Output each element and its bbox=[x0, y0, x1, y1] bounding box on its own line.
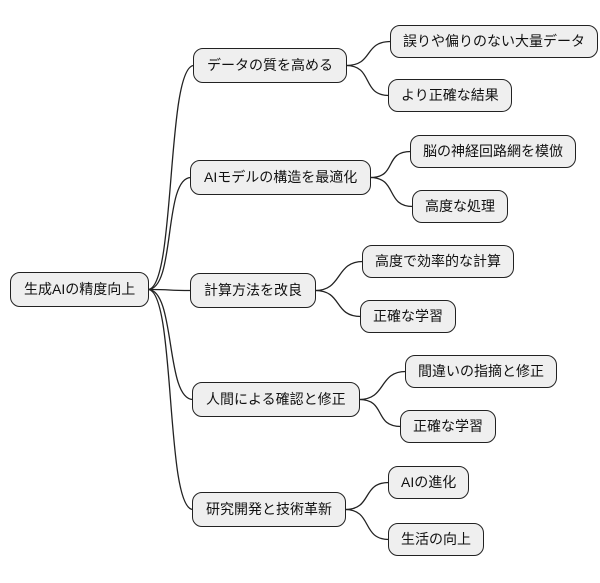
leaf-node-3-2: 正確な学習 bbox=[360, 300, 456, 333]
leaf-node-2-2: 高度な処理 bbox=[412, 190, 508, 223]
leaf-node-2-1: 脳の神経回路網を模倣 bbox=[410, 135, 576, 168]
leaf-node-4-1: 間違いの指摘と修正 bbox=[405, 355, 557, 388]
leaf-node-1-2: より正確な結果 bbox=[388, 79, 512, 112]
branch-node-5: 研究開発と技術革新 bbox=[192, 492, 346, 527]
root-node: 生成AIの精度向上 bbox=[10, 272, 150, 307]
branch-node-2: AIモデルの構造を最適化 bbox=[190, 160, 372, 195]
leaf-node-5-2: 生活の向上 bbox=[388, 523, 484, 556]
branch-node-1: データの質を高める bbox=[193, 48, 347, 83]
branch-node-3: 計算方法を改良 bbox=[190, 273, 316, 308]
leaf-node-4-2: 正確な学習 bbox=[400, 410, 496, 443]
leaf-node-3-1: 高度で効率的な計算 bbox=[362, 245, 514, 278]
leaf-node-1-1: 誤りや偏りのない大量データ bbox=[390, 25, 598, 58]
branch-node-4: 人間による確認と修正 bbox=[192, 382, 360, 417]
leaf-node-5-1: AIの進化 bbox=[388, 466, 470, 499]
